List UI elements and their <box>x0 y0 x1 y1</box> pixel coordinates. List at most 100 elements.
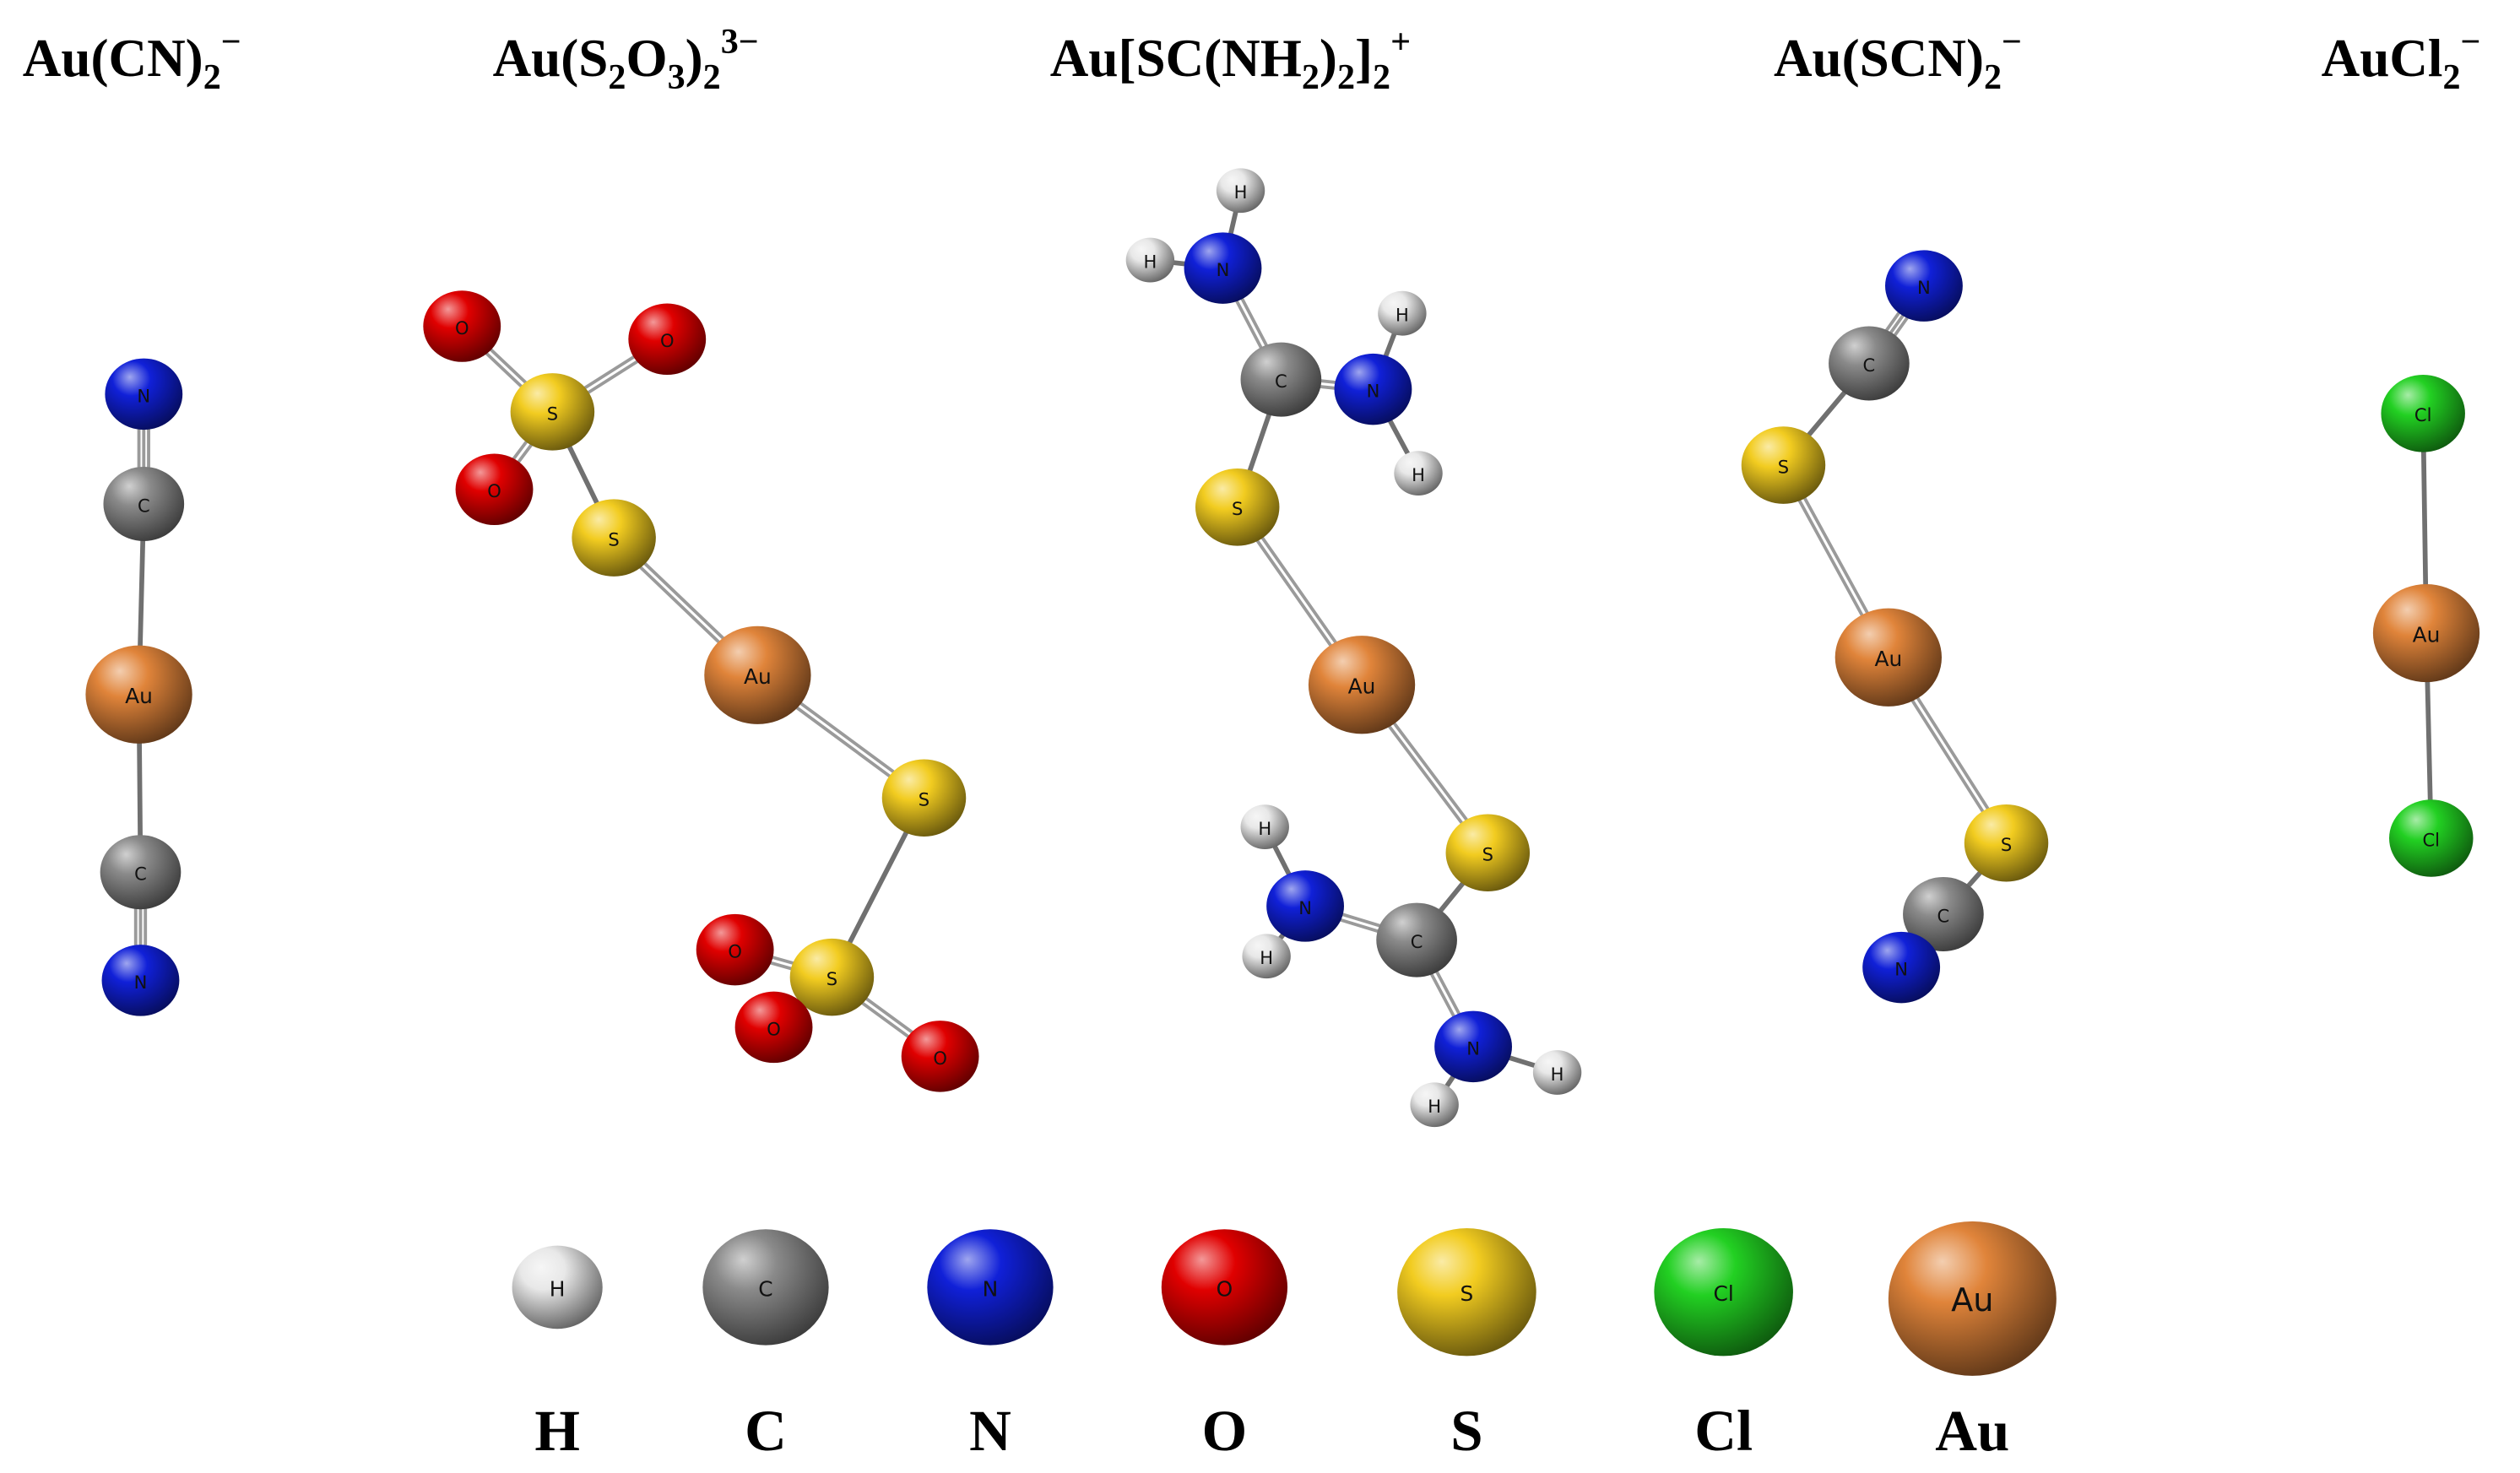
atom-sphere <box>2389 799 2474 877</box>
atom-label: S <box>1482 844 1493 865</box>
atom-gold: Au <box>2372 583 2480 683</box>
atom-sphere <box>105 358 183 431</box>
atom-sphere <box>1885 250 1963 322</box>
atom-sphere <box>572 499 656 577</box>
atom-sphere <box>85 645 192 744</box>
legend-sphere-gold: Au <box>1888 1221 2057 1376</box>
atom-sphere <box>696 913 774 986</box>
atom-chlorine: Cl <box>2381 375 2465 452</box>
atom-sphere <box>1741 426 1826 504</box>
title-au-cn2: Au(CN)2− <box>23 22 241 97</box>
atom-label: H <box>1143 251 1157 272</box>
atom-label: Cl <box>1714 1281 1734 1306</box>
atom-hydrogen: H <box>1394 451 1443 496</box>
molecule-titles: Au(CN)2− Au(S2O3)23− Au[SC(NH2)2]2+ Au(S… <box>23 22 2481 97</box>
atom-nitrogen: N <box>1885 250 1963 322</box>
legend-label-hydrogen: H <box>534 1399 580 1463</box>
atom-sphere <box>1378 290 1427 336</box>
atom-sphere <box>1903 876 1984 951</box>
atom-label: Au <box>2413 622 2441 647</box>
atom-nitrogen: N <box>101 945 180 1016</box>
atom-sphere <box>1240 804 1289 850</box>
atom-sphere <box>1862 931 1941 1004</box>
legend-item-nitrogen: NN <box>927 1229 1054 1463</box>
atom-label: H <box>1428 1096 1441 1117</box>
atom-sulfur: S <box>1445 814 1531 892</box>
atom-sphere <box>512 1245 603 1329</box>
atom-sphere <box>101 945 180 1016</box>
atom-carbon: C <box>100 835 182 910</box>
atom-oxygen: O <box>628 303 707 376</box>
atom-sphere <box>881 759 967 837</box>
legend-label-nitrogen: N <box>969 1399 1011 1463</box>
legend-label-chlorine: Cl <box>1694 1399 1753 1463</box>
atom-chlorine: Cl <box>2389 799 2474 877</box>
atom-label: O <box>933 1048 947 1069</box>
atom-label: S <box>547 403 558 424</box>
atom-sphere <box>789 938 875 1016</box>
atom-sphere <box>2381 375 2465 452</box>
atom-sulfur: S <box>510 373 595 451</box>
atom-oxygen: O <box>423 290 501 362</box>
atom-sphere <box>1394 451 1443 496</box>
legend-sphere-nitrogen: N <box>927 1229 1054 1346</box>
atom-label: C <box>758 1276 772 1301</box>
legend-sphere-oxygen: O <box>1161 1229 1288 1346</box>
atom-label: S <box>919 789 929 810</box>
atom-label: H <box>1234 181 1248 203</box>
atom-sphere <box>1410 1082 1459 1128</box>
legend-label-carbon: C <box>745 1399 787 1463</box>
atom-nitrogen: N <box>1334 353 1412 425</box>
atom-sphere <box>510 373 595 451</box>
atom-sulfur: S <box>1195 468 1280 546</box>
atom-sphere <box>1888 1221 2057 1376</box>
atom-oxygen: O <box>455 453 534 526</box>
atom-label: H <box>1395 305 1409 326</box>
atom-label: H <box>1551 1064 1564 1085</box>
atom-label: O <box>487 480 501 501</box>
title-au-scn2: Au(SCN)2− <box>1774 22 2022 97</box>
atom-gold: Au <box>85 645 192 744</box>
atom-sphere <box>1195 468 1280 546</box>
atom-label: C <box>1863 355 1876 376</box>
atom-label: S <box>826 968 837 989</box>
atom-label: O <box>767 1018 781 1039</box>
atom-label: Cl <box>2422 829 2440 850</box>
atom-sphere <box>734 991 813 1064</box>
legend-sphere-hydrogen: H <box>512 1245 603 1329</box>
atom-sulfur: S <box>572 499 656 577</box>
legend-sphere-chlorine: Cl <box>1654 1228 1793 1357</box>
atom-hydrogen: H <box>1410 1082 1459 1128</box>
atom-sphere <box>1242 934 1291 979</box>
atom-sphere <box>1434 1010 1512 1083</box>
atom-label: Au <box>1874 647 1902 671</box>
atom-label: Au <box>125 684 153 708</box>
atom-hydrogen: H <box>1242 934 1291 979</box>
atom-label: H <box>550 1276 566 1301</box>
atom-sphere <box>455 453 534 526</box>
legend-item-sulfur: SS <box>1397 1228 1536 1463</box>
atom-label: Cl <box>2414 404 2432 425</box>
atom-sphere <box>1184 232 1262 304</box>
atom-sphere <box>423 290 501 362</box>
atom-label: S <box>1461 1281 1474 1306</box>
atom-label: O <box>455 317 469 338</box>
atom-oxygen: O <box>901 1021 979 1092</box>
atom-label: C <box>1411 931 1423 952</box>
atom-nitrogen: N <box>105 358 183 431</box>
atom-label: N <box>1917 277 1931 298</box>
atom-label: N <box>137 385 150 406</box>
atom-label: O <box>660 330 675 351</box>
atom-oxygen: O <box>734 991 813 1064</box>
atom-sphere <box>1334 353 1412 425</box>
atom-label: N <box>1466 1037 1480 1059</box>
atom-label: N <box>1298 897 1312 918</box>
atom-label: N <box>134 972 148 993</box>
atom-sphere <box>103 466 185 541</box>
atom-hydrogen: H <box>1532 1050 1582 1095</box>
